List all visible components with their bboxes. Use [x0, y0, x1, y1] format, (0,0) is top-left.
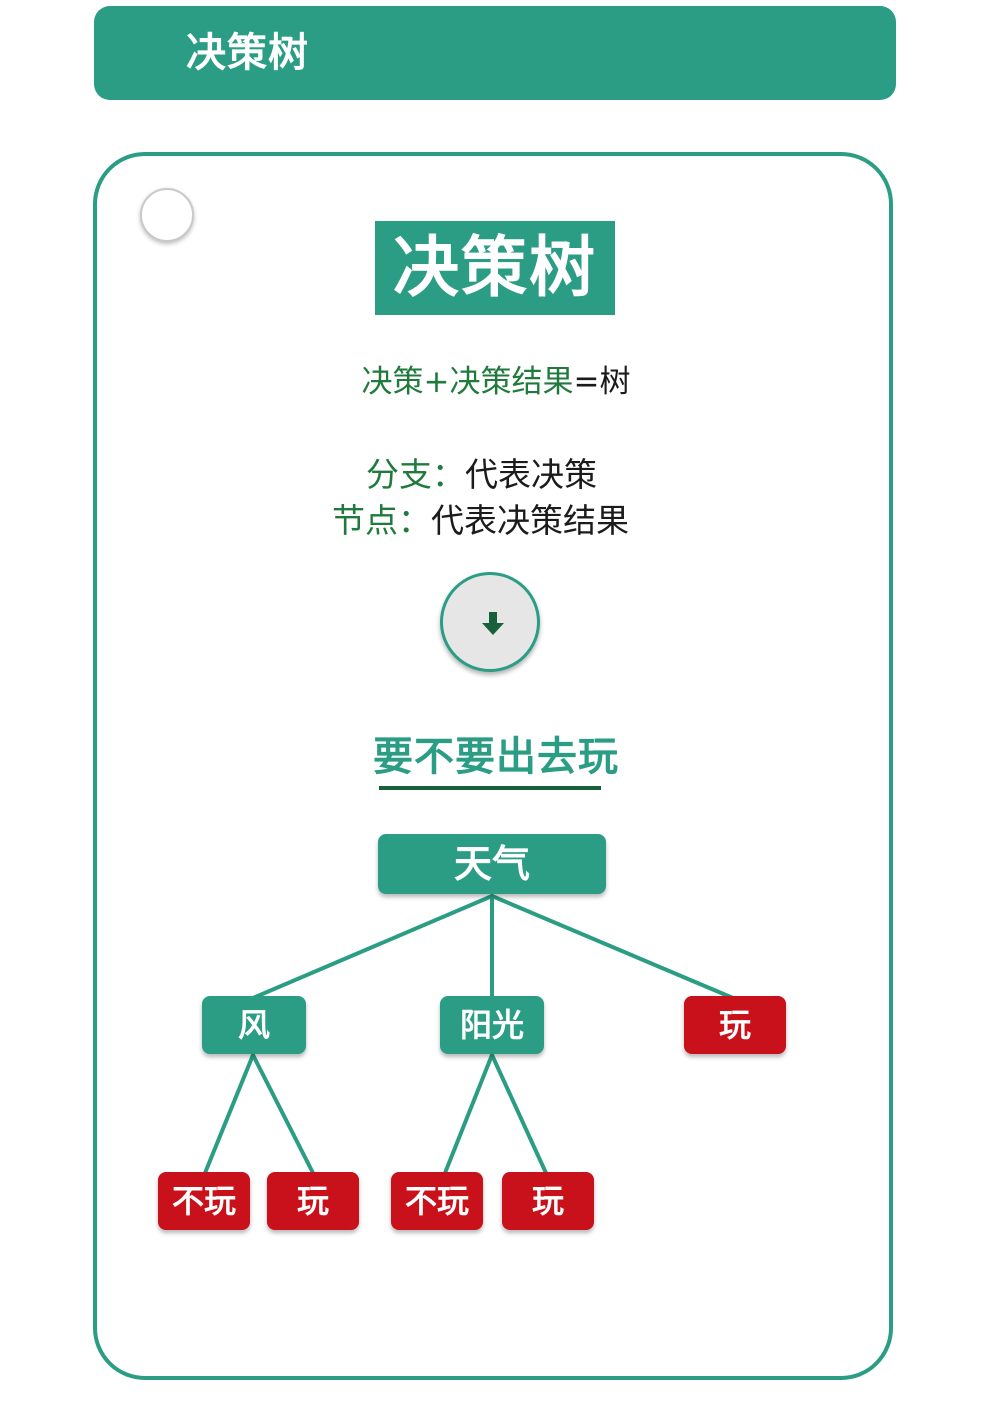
formula: 决策+决策结果=树: [0, 356, 992, 401]
definition-meaning: 代表决策结果: [431, 501, 629, 540]
question-heading: 要不要出去玩: [373, 734, 619, 780]
tree-node-sunshine: 阳光: [440, 996, 544, 1054]
formula-right: 树: [599, 364, 631, 400]
header-bar: 决策树: [94, 6, 896, 100]
definition-meaning: 代表决策: [465, 455, 597, 494]
tree-leaf-play: 玩: [502, 1172, 594, 1230]
link-wind-play: [251, 1053, 315, 1175]
tree-leaf-play: 玩: [267, 1172, 359, 1230]
definition-term: 分支：: [366, 455, 465, 494]
link-sun-play: [490, 1053, 548, 1175]
definition-branch: 分支：代表决策: [366, 448, 597, 496]
tree-leaf-play: 玩: [684, 996, 786, 1054]
radio-circle[interactable]: [140, 188, 194, 242]
card-title: 决策树: [375, 221, 615, 315]
definition-term: 节点：: [332, 501, 431, 540]
scroll-down-button[interactable]: [440, 572, 540, 672]
link-sun-noplay: [443, 1053, 494, 1175]
arrow-down-icon: [482, 612, 504, 635]
link-root-play: [490, 894, 735, 1000]
formula-equals: =: [573, 364, 600, 400]
link-root-wind: [251, 894, 494, 1000]
header-title: 决策树: [186, 30, 309, 76]
question-underline: [379, 786, 601, 790]
tree-leaf-no-play: 不玩: [158, 1172, 250, 1230]
tree-node-wind: 风: [202, 996, 306, 1054]
tree-node-weather: 天气: [378, 834, 606, 894]
definition-node: 节点：代表决策结果: [332, 494, 629, 542]
tree-leaf-no-play: 不玩: [391, 1172, 483, 1230]
link-wind-noplay: [203, 1053, 255, 1175]
formula-left: 决策+决策结果: [361, 364, 574, 400]
